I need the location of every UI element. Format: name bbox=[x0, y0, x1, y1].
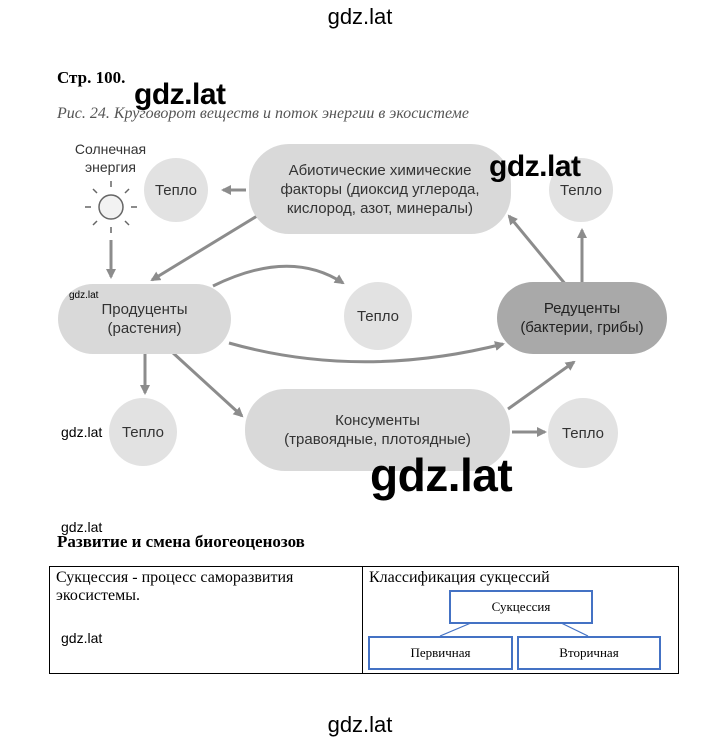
producers-line-1: Продуценты bbox=[101, 301, 188, 318]
abiotic-factors-node: Абиотические химические факторы (диоксид… bbox=[249, 144, 511, 234]
abiotic-line-2: факторы (диоксид углерода, bbox=[280, 180, 480, 198]
secondary-succession-label: Вторичная bbox=[559, 645, 619, 660]
heat-label: Тепло bbox=[559, 181, 603, 199]
watermark-top: gdz.lat bbox=[327, 4, 393, 29]
heat-circle-4: Тепло bbox=[109, 398, 177, 466]
arrow-reducers-to-abiotic bbox=[507, 214, 568, 286]
heat-circle-2: Тепло bbox=[549, 158, 613, 222]
producers-line-2: (растения) bbox=[107, 320, 182, 337]
consumers-node: Консументы (травоядные, плотоядные) bbox=[245, 389, 510, 471]
watermark-overlay: gdz.lat bbox=[61, 519, 103, 535]
sun-energy-label: Солнечная энергия bbox=[58, 139, 163, 177]
consumers-line-2: (травоядные, плотоядные) bbox=[284, 431, 471, 448]
sun-label-line-1: Солнечная bbox=[74, 141, 147, 157]
definition-cell: Сукцессия - процесс саморазвития экосист… bbox=[49, 566, 363, 674]
reducers-node: Редуценты (бактерии, грибы) bbox=[497, 282, 667, 354]
heat-circle-5: Тепло bbox=[548, 398, 618, 468]
figure-caption: Рис. 24. Круговорот веществ и поток энер… bbox=[57, 105, 469, 122]
succession-root-label: Сукцессия bbox=[491, 599, 551, 614]
heat-label: Тепло bbox=[561, 424, 605, 442]
sun-icon bbox=[85, 181, 137, 233]
consumers-line-1: Консументы bbox=[335, 412, 420, 429]
watermark-bottom: gdz.lat bbox=[327, 712, 393, 737]
abiotic-line-1: Абиотические химические bbox=[288, 161, 472, 179]
succession-root-box: Сукцессия bbox=[449, 590, 593, 624]
watermark-overlay: gdz.lat bbox=[134, 78, 226, 111]
arrow-producers-to-consumers bbox=[170, 350, 244, 418]
heat-circle-3: Тепло bbox=[344, 282, 412, 350]
arrow-producers-to-reducers bbox=[228, 341, 505, 364]
watermark-overlay: gdz.lat bbox=[370, 449, 513, 501]
primary-succession-label: Первичная bbox=[410, 645, 471, 660]
arrow-consumers-to-reducers bbox=[507, 360, 576, 411]
watermark-overlay: gdz.lat bbox=[61, 630, 103, 646]
page-reference: Стр. 100. bbox=[57, 68, 126, 87]
secondary-succession-box: Вторичная bbox=[517, 636, 661, 670]
heat-label: Тепло bbox=[121, 423, 165, 441]
reducers-line-1: Редуценты bbox=[543, 300, 621, 317]
reducers-line-2: (бактерии, грибы) bbox=[520, 319, 644, 336]
section-title: Развитие и смена биогеоценозов bbox=[57, 532, 305, 551]
heat-circle-1: Тепло bbox=[144, 158, 208, 222]
watermark-overlay: gdz.lat bbox=[61, 424, 103, 440]
definition-line-2: экосистемы. bbox=[56, 587, 140, 604]
abiotic-line-3: кислород, азот, минералы) bbox=[286, 199, 474, 217]
watermark-overlay: gdz.lat bbox=[69, 290, 99, 301]
arrow-abiotic-to-producers bbox=[150, 211, 263, 282]
primary-succession-box: Первичная bbox=[368, 636, 513, 670]
watermark-overlay: gdz.lat bbox=[489, 150, 581, 183]
producers-node: Продуценты (растения) bbox=[58, 284, 231, 354]
definition-line-1: Сукцессия - процесс саморазвития bbox=[56, 569, 294, 586]
heat-label: Тепло bbox=[356, 307, 400, 325]
heat-label: Тепло bbox=[154, 181, 198, 199]
diagram-arrows bbox=[85, 181, 587, 437]
classification-title: Классификация сукцессий bbox=[369, 569, 550, 586]
arrow-producers-to-heat bbox=[212, 264, 345, 288]
sun-label-line-2: энергия bbox=[85, 159, 136, 175]
